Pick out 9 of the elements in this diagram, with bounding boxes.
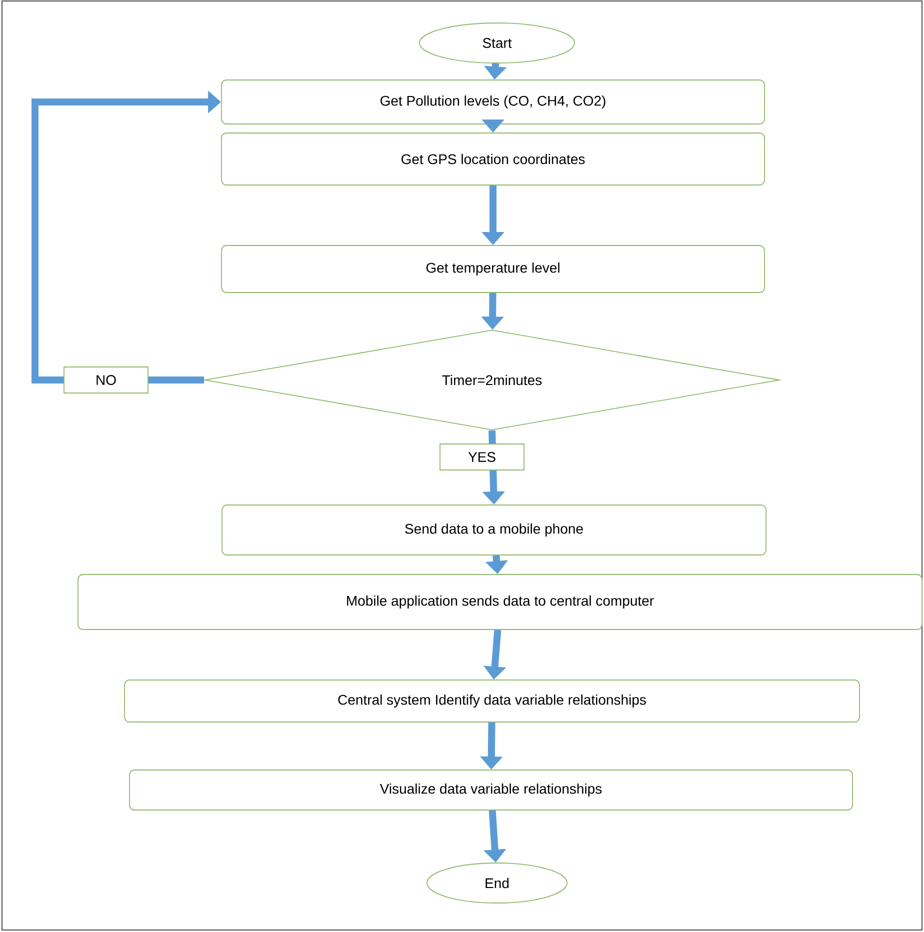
process-box: Get Pollution levels (CO, CH4, CO2) xyxy=(221,80,765,124)
process-box: Send data to a mobile phone xyxy=(222,504,766,556)
process-box: Mobile application sends data to central computer xyxy=(78,574,922,630)
process-box: Visualize data variable relationships xyxy=(129,770,853,810)
edge-label: NO xyxy=(64,366,148,394)
edge-label: YES xyxy=(440,444,524,470)
process-box: Central system Identify data variable relationships xyxy=(124,680,860,722)
process-box: Get GPS location coordinates xyxy=(221,132,765,186)
process-box: Get temperature level xyxy=(221,245,765,293)
